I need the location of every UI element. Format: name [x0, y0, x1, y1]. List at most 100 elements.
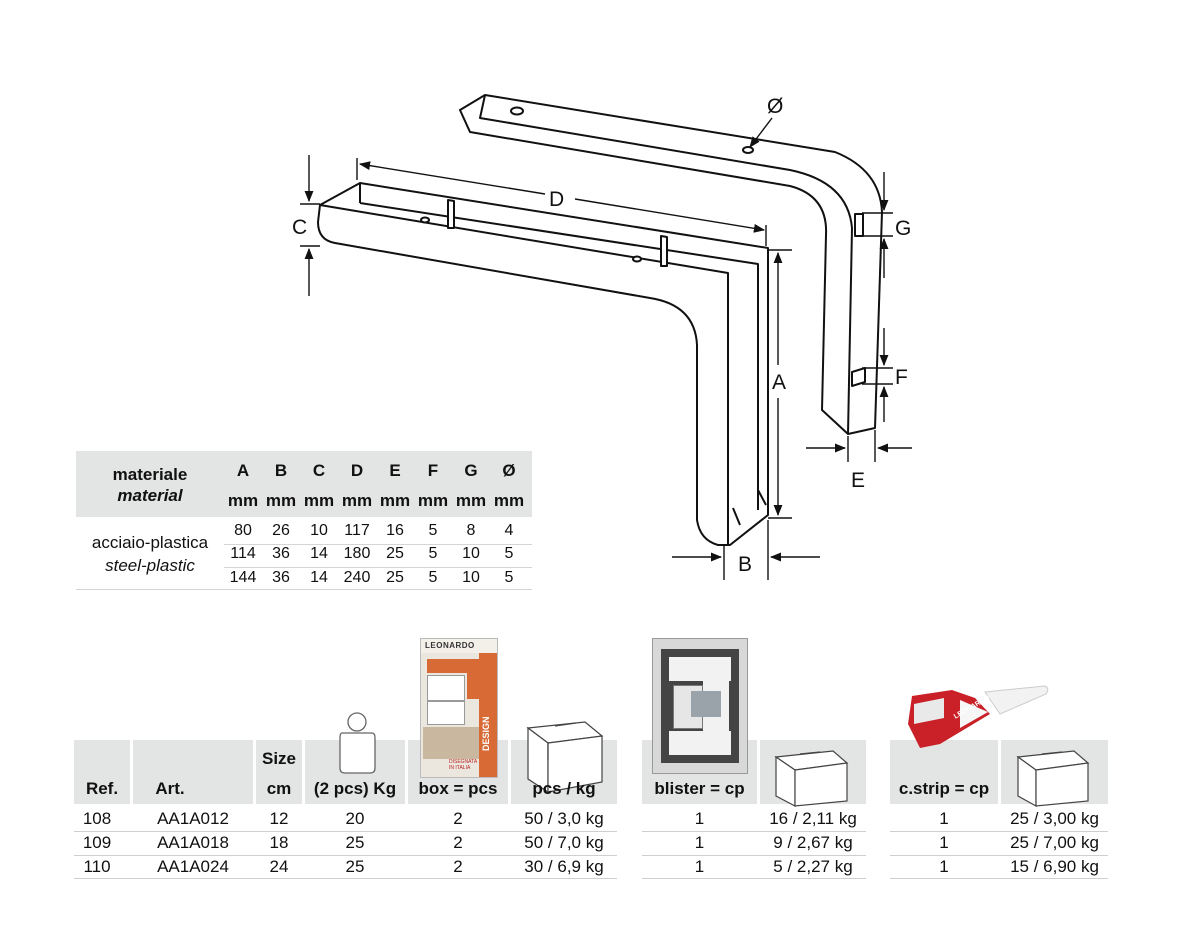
- divider: [642, 855, 866, 856]
- header-strip: c.strip = cp: [898, 779, 990, 798]
- spec-cell: 5: [504, 545, 514, 562]
- spec-cell: 25: [386, 569, 404, 586]
- spec-cell: 5: [428, 522, 438, 539]
- spec-cell: 4: [504, 522, 514, 539]
- header-box: box = pcs: [418, 779, 498, 798]
- dim-label-a: A: [772, 371, 786, 394]
- spec-cell: 10: [462, 545, 480, 562]
- col-header-b: B: [274, 461, 288, 480]
- spec-cell: 114: [230, 545, 256, 562]
- dim-label-c: C: [292, 216, 307, 239]
- col-header-a: A: [236, 461, 250, 480]
- cell-ref: 108: [82, 809, 112, 828]
- spec-cell: 80: [234, 522, 252, 539]
- divider: [890, 878, 1108, 879]
- cell-weight: 25: [345, 833, 365, 852]
- divider: [642, 831, 866, 832]
- cell-blister-pcs-kg: 9 / 2,67 kg: [773, 833, 853, 852]
- unit-d: mm: [341, 491, 373, 510]
- spec-cell: 8: [466, 522, 476, 539]
- box-design-label: DESIGN: [481, 716, 491, 751]
- spec-cell: 36: [272, 569, 290, 586]
- material-en: steel-plastic: [105, 556, 195, 575]
- spec-cell: 26: [272, 522, 290, 539]
- unit-c: mm: [303, 491, 335, 510]
- divider: [224, 544, 532, 545]
- material-it: acciaio-plastica: [91, 533, 209, 552]
- dim-label-b: B: [738, 553, 752, 576]
- divider: [76, 589, 532, 590]
- cell-size: 24: [269, 857, 289, 876]
- dim-label-f: F: [895, 366, 908, 389]
- cell-art: AA1A024: [157, 857, 229, 876]
- cell-strip-pcs-kg: 25 / 7,00 kg: [1010, 833, 1099, 852]
- col-header-g: G: [464, 461, 478, 480]
- front-bracket-outline: [317, 182, 769, 546]
- dim-label-g: G: [895, 217, 911, 240]
- col-header-diameter: Ø: [502, 461, 516, 480]
- cell-art: AA1A018: [157, 833, 229, 852]
- spec-cell: 10: [310, 522, 328, 539]
- header-cell-art: [133, 740, 253, 804]
- col-header-d: D: [350, 461, 364, 480]
- divider: [74, 878, 617, 879]
- header-art: Art.: [155, 779, 185, 798]
- spec-cell: 16: [386, 522, 404, 539]
- cell-strip-pcs-kg: 15 / 6,90 kg: [1010, 857, 1099, 876]
- cell-box: 2: [453, 833, 463, 852]
- spec-cell: 5: [428, 545, 438, 562]
- cell-blister-cp: 1: [694, 809, 705, 828]
- cell-art: AA1A012: [157, 809, 229, 828]
- spec-cell: 25: [386, 545, 404, 562]
- cell-blister-pcs-kg: 5 / 2,27 kg: [773, 857, 853, 876]
- cell-weight: 25: [345, 857, 365, 876]
- divider: [890, 831, 1108, 832]
- header-weight: (2 pcs) Kg: [313, 779, 397, 798]
- cell-blister-cp: 1: [694, 857, 705, 876]
- header-ref: Ref.: [85, 779, 119, 798]
- spec-cell: 117: [344, 522, 370, 539]
- dim-label-d: D: [549, 188, 564, 211]
- material-header-en: material: [117, 486, 183, 505]
- header-size: Size: [261, 749, 297, 768]
- col-header-e: E: [389, 461, 401, 480]
- divider: [74, 855, 617, 856]
- cell-box: 2: [453, 809, 463, 828]
- box-brand-label: LEONARDO: [425, 641, 475, 650]
- blister-pack-image: [652, 638, 748, 774]
- divider: [74, 831, 617, 832]
- header-blister: blister = cp: [654, 779, 745, 798]
- spec-cell: 5: [428, 569, 438, 586]
- dim-label-diameter: Ø: [767, 95, 783, 118]
- cell-box: 2: [453, 857, 463, 876]
- unit-f: mm: [417, 491, 449, 510]
- spec-cell: 14: [310, 569, 328, 586]
- cell-strip-cp: 1: [939, 809, 949, 828]
- cell-strip-cp: 1: [939, 857, 949, 876]
- unit-g: mm: [455, 491, 487, 510]
- unit-b: mm: [265, 491, 297, 510]
- back-bracket-outline: [459, 94, 883, 435]
- cell-ref: 109: [82, 833, 112, 852]
- spec-cell: 144: [229, 569, 257, 586]
- col-header-c: C: [312, 461, 326, 480]
- corner-strip-image: LEONARDO: [900, 684, 1050, 754]
- cell-size: 12: [269, 809, 289, 828]
- cell-blister-pcs-kg: 16 / 2,11 kg: [769, 809, 857, 828]
- unit-a: mm: [227, 491, 259, 510]
- divider: [890, 855, 1108, 856]
- spec-cell: 180: [343, 545, 371, 562]
- cell-strip-pcs-kg: 25 / 3,00 kg: [1010, 809, 1099, 828]
- retail-box-image: LEONARDO DESIGN DISEGNATA IN ITALIA: [420, 638, 498, 778]
- col-header-f: F: [427, 461, 439, 480]
- material-header-it: materiale: [112, 465, 188, 484]
- cell-pcs-kg: 50 / 7,0 kg: [524, 833, 604, 852]
- divider: [224, 567, 532, 568]
- cell-weight: 20: [345, 809, 365, 828]
- dim-label-e: E: [851, 469, 865, 492]
- cell-ref: 110: [83, 857, 111, 876]
- header-cell-strip: [890, 740, 998, 804]
- header-cell-blister-pcs: [760, 740, 866, 804]
- unit-e: mm: [379, 491, 411, 510]
